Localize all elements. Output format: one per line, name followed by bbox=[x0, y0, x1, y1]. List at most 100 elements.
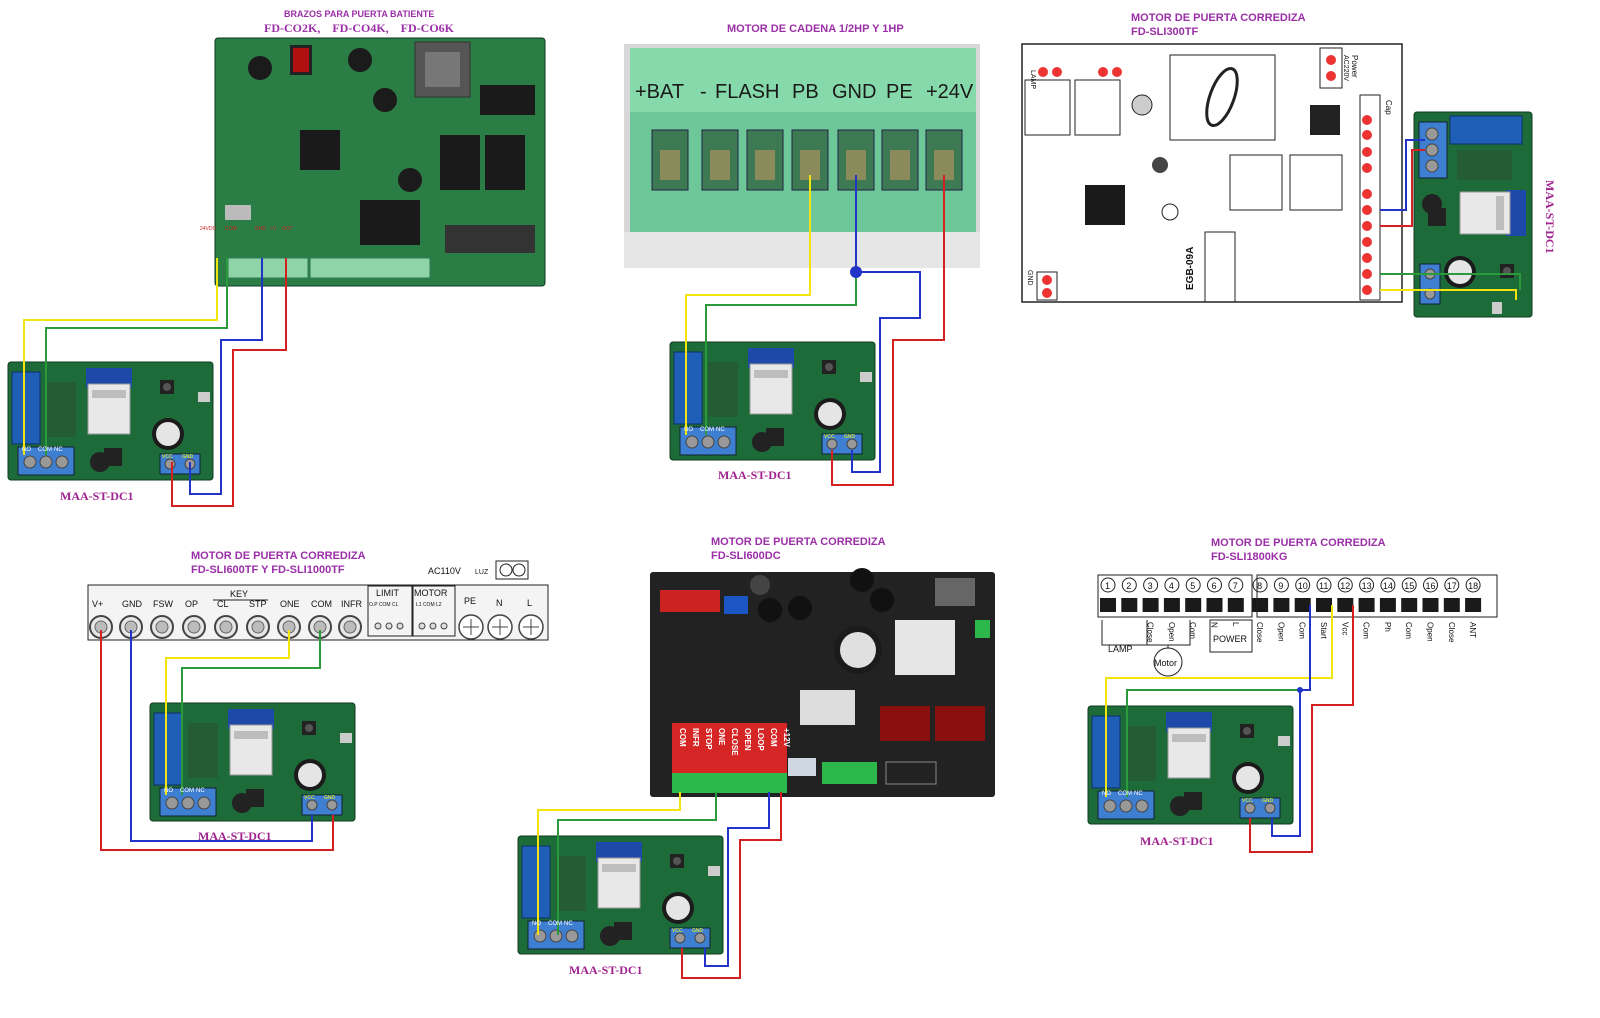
sli600dc-label-3: ONE bbox=[717, 728, 726, 746]
svg-text:+V: +V bbox=[270, 226, 277, 232]
sli1800-terminal bbox=[1443, 598, 1460, 612]
sli1800-number-circle bbox=[1207, 577, 1222, 593]
module-pin-gnd: GND bbox=[692, 928, 704, 934]
sli600tf-screw-inner bbox=[343, 620, 357, 634]
sli600dc-label-6: LOOP bbox=[756, 728, 765, 751]
module-pin-com: COM bbox=[548, 921, 562, 927]
model-co6k: FD-CO6K bbox=[400, 21, 454, 35]
sli1800-number-1: 1 bbox=[1105, 581, 1110, 591]
svg-text:Motor: Motor bbox=[1154, 658, 1177, 668]
cadena-label-6: +24V bbox=[926, 81, 974, 103]
sli1800-number-9: 9 bbox=[1278, 581, 1283, 591]
sli1800-label-3: N bbox=[1210, 622, 1219, 628]
module-pin-nc: NC bbox=[1134, 791, 1143, 797]
module-pin-nc: NC bbox=[564, 921, 573, 927]
module-pin-com: COM bbox=[180, 788, 194, 794]
sli1800-label-9: Vcc bbox=[1340, 622, 1349, 635]
module-pin-nc: NC bbox=[716, 427, 725, 433]
cadena-screw bbox=[660, 150, 680, 180]
sli600tf-label-0: V+ bbox=[92, 599, 103, 609]
sli600tf-screw-inner bbox=[219, 620, 233, 634]
cadena-label-2: FLASH bbox=[715, 81, 779, 103]
sli1800-number-16: 16 bbox=[1426, 581, 1436, 591]
sli1800-label-14: Close bbox=[1447, 622, 1456, 643]
module-label-6: MAA-ST-DC1 bbox=[1140, 834, 1214, 848]
sli1800-terminal bbox=[1100, 598, 1116, 612]
title-brazos: BRAZOS PARA PUERTA BATIENTE bbox=[284, 9, 434, 20]
sli600tf-label-6: ONE bbox=[280, 599, 300, 609]
junction-dot-2 bbox=[1297, 687, 1303, 693]
module-label-3: MAA-ST-DC1 bbox=[1543, 180, 1557, 254]
sli600dc-label-8: +12V bbox=[782, 728, 791, 748]
sli1800-number-circle bbox=[1121, 577, 1137, 593]
model-co2k: FD-CO2K, bbox=[264, 21, 321, 35]
sli1800-terminal bbox=[1465, 598, 1482, 612]
title-sli300: MOTOR DE PUERTA CORREDIZA FD-SLI300TF bbox=[1131, 12, 1306, 40]
module-pin-nc: NC bbox=[196, 788, 205, 794]
svg-text:OUT: OUT bbox=[282, 226, 293, 232]
sli1800-number-circle bbox=[1380, 577, 1396, 593]
module-pin-no: NO bbox=[22, 447, 31, 453]
svg-text:MOTOR: MOTOR bbox=[414, 588, 448, 598]
module-pin-nc: NC bbox=[54, 447, 63, 453]
sli1800-terminal bbox=[1227, 598, 1244, 612]
sli1800-terminal bbox=[1358, 598, 1375, 612]
sli1800-terminal bbox=[1422, 598, 1439, 612]
svg-text:Power: Power bbox=[1350, 55, 1359, 78]
junction-dot bbox=[850, 266, 862, 278]
sli1800-number-11: 11 bbox=[1319, 581, 1328, 591]
sli600tf-terminal-strip: KEY LIMIT O.P COM CL MOTOR L1 COM L2 PE … bbox=[87, 560, 549, 641]
module-pin-vcc: VCC bbox=[672, 928, 683, 934]
sli1800-number-3: 3 bbox=[1148, 581, 1153, 591]
sli600tf-screw-inner bbox=[187, 620, 201, 634]
brazos-board: 24VDC COM GND +V OUT bbox=[200, 37, 546, 287]
sli1800-label-8: Start bbox=[1319, 622, 1328, 640]
module-pin-vcc: VCC bbox=[162, 454, 173, 460]
sli1800-terminal bbox=[1121, 598, 1138, 612]
sli300-board: EGB-09A LAMP Power AC220V Cap GND bbox=[1021, 43, 1403, 303]
sli1800-number-circle bbox=[1465, 577, 1481, 593]
module-label-4: MAA-ST-DC1 bbox=[198, 829, 272, 843]
module-sli300 bbox=[1413, 111, 1533, 318]
cadena-screw bbox=[800, 150, 820, 180]
sli1800-terminal bbox=[1379, 598, 1396, 612]
svg-text:Cap: Cap bbox=[1384, 100, 1393, 115]
sli1800-terminal bbox=[1206, 598, 1223, 612]
sli1800-number-circle bbox=[1100, 577, 1116, 593]
module-pin-no: NO bbox=[684, 427, 693, 433]
module-pin-gnd: GND bbox=[324, 795, 336, 801]
sli1800-number-4: 4 bbox=[1169, 581, 1174, 591]
title-sli600dc-model: FD-SLI600DC bbox=[711, 549, 781, 562]
title-sli1800-text: MOTOR DE PUERTA CORREDIZA bbox=[1211, 537, 1386, 549]
sli1800-number-5: 5 bbox=[1190, 581, 1195, 591]
sli1800-terminal bbox=[1163, 598, 1180, 612]
sli600tf-screw-inner bbox=[155, 620, 169, 634]
svg-text:AC110V: AC110V bbox=[428, 566, 461, 576]
module-pin-vcc: VCC bbox=[304, 795, 315, 801]
svg-text:POWER: POWER bbox=[1213, 634, 1248, 644]
sli600dc-label-0: COM bbox=[678, 728, 687, 747]
sli600dc-label-7: COM bbox=[769, 728, 778, 747]
sli1800-number-circle bbox=[1401, 577, 1417, 593]
model-co4k: FD-CO4K, bbox=[332, 21, 389, 35]
title-sli600tf-model: FD-SLI600TF Y FD-SLI1000TF bbox=[191, 563, 345, 576]
sli1800-label-12: Com bbox=[1404, 622, 1413, 639]
cadena-screw bbox=[934, 150, 954, 180]
title-sli600dc: MOTOR DE PUERTA CORREDIZA FD-SLI600DC bbox=[711, 536, 886, 564]
svg-text:COM: COM bbox=[225, 226, 237, 232]
sli600dc-label-4: CLOSE bbox=[730, 728, 739, 756]
sli1800-terminal bbox=[1337, 598, 1354, 612]
svg-text:LIMIT: LIMIT bbox=[376, 588, 400, 598]
sli1800-number-circle bbox=[1444, 577, 1460, 593]
svg-text:L: L bbox=[527, 598, 532, 608]
sli1800-number-circle bbox=[1273, 577, 1289, 593]
sli1800-label-1: Open bbox=[1167, 622, 1176, 642]
module-sli600tf bbox=[149, 702, 356, 822]
